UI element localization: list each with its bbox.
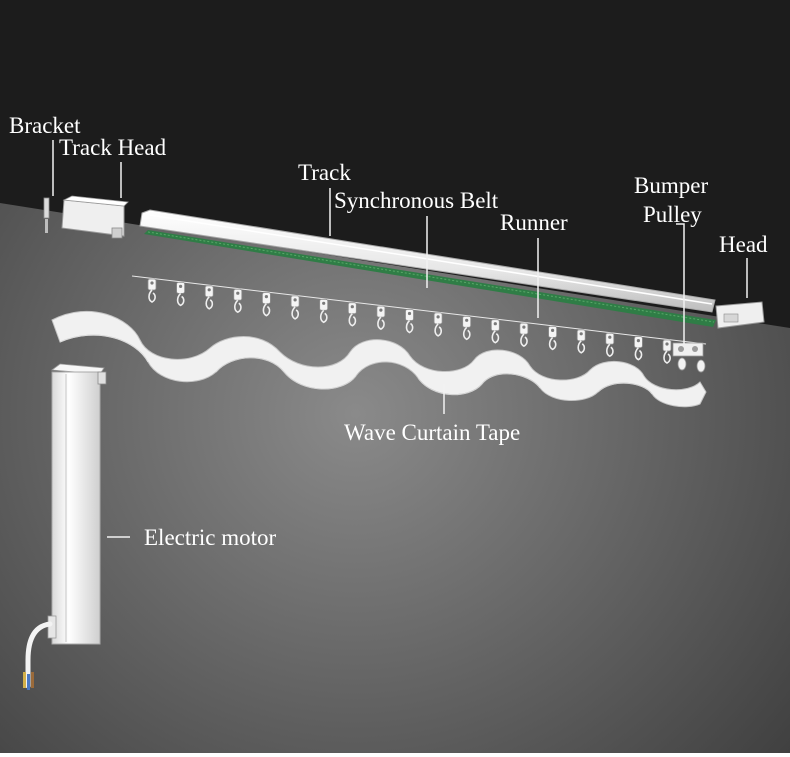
runner (405, 309, 414, 334)
runner (462, 315, 472, 341)
head-part (715, 301, 765, 329)
runner (490, 319, 500, 344)
runner (634, 336, 643, 361)
ceiling (0, 0, 790, 328)
runner (548, 325, 557, 351)
runner (147, 278, 157, 303)
runner (433, 312, 443, 337)
runner-wire (131, 275, 707, 345)
label-bumper: Bumper (634, 173, 709, 198)
runner (176, 281, 186, 307)
label-wave-curtain-tape: Wave Curtain Tape (344, 420, 521, 445)
runner (605, 332, 615, 358)
runners-group (147, 278, 672, 364)
label-synchronous-belt: Synchronous Belt (334, 188, 499, 213)
leader-lines (52, 140, 748, 538)
runner (519, 322, 529, 347)
track-rail-highlight (149, 214, 713, 305)
runner (576, 329, 586, 354)
bumper-pulley-part (672, 342, 706, 373)
runner (319, 298, 329, 324)
bracket-screw (45, 219, 48, 233)
wave-curtain-tape-part (51, 310, 707, 408)
runner (347, 302, 357, 327)
runner (662, 339, 672, 364)
runner (290, 295, 300, 320)
label-track-head: Track Head (59, 135, 167, 160)
label-pulley: Pulley (643, 202, 702, 227)
label-electric-motor: Electric motor (144, 525, 277, 550)
bracket-part (43, 197, 50, 219)
label-track: Track (298, 160, 351, 185)
electric-motor-part (23, 363, 107, 690)
runner (204, 285, 214, 310)
runner (233, 288, 243, 314)
runner (376, 305, 386, 330)
belt-teeth (147, 231, 715, 323)
label-bracket: Bracket (9, 113, 81, 138)
track-head-part (61, 195, 129, 239)
bumper-pulley-leader (676, 223, 685, 344)
label-runner: Runner (500, 210, 568, 235)
runner (261, 292, 271, 317)
label-head: Head (719, 232, 768, 257)
